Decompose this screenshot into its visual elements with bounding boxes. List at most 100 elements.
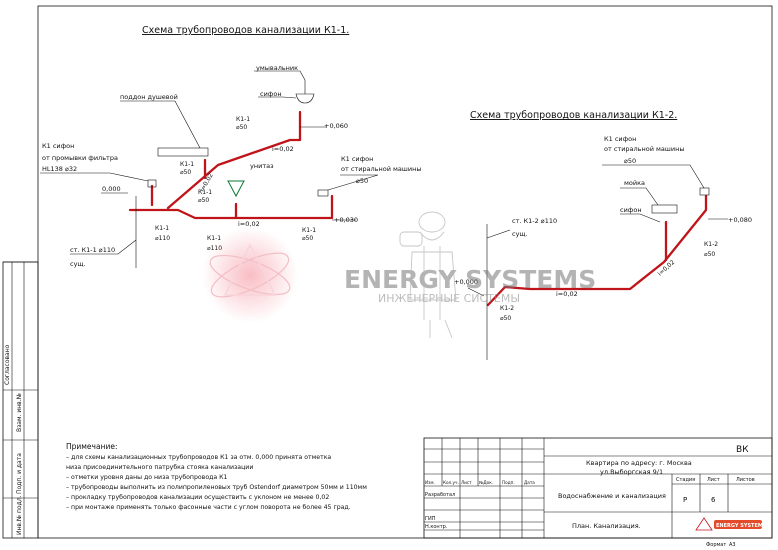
side-sign-date: Подп. и дата bbox=[16, 453, 23, 494]
tb-role-0: Разработал bbox=[425, 492, 455, 498]
wash2-siphon-symbol bbox=[699, 187, 710, 196]
tb-col-0: Изм. bbox=[425, 480, 435, 485]
label2-k12-d50-b-1: К1-2 bbox=[500, 305, 514, 312]
tb-stage-label: Стадия bbox=[676, 477, 695, 483]
tb-sheet-label: Лист bbox=[707, 477, 720, 483]
tb-code: ВК bbox=[736, 445, 749, 455]
tb-object-1: Квартира по адресу: г. Москва bbox=[586, 459, 692, 467]
label-filter-3: HL138 ⌀32 bbox=[42, 165, 77, 173]
label-k11-d50-b-1: К1-1 bbox=[180, 161, 194, 168]
label-wash-1: К1 сифон bbox=[341, 155, 373, 163]
watermark-line2: ИНЖЕНЕРНЫЕ СИСТЕМЫ bbox=[378, 292, 520, 305]
watermark: ENERGY SYSTEMS ИНЖЕНЕРНЫЕ СИСТЕМЫ bbox=[202, 211, 596, 339]
notes-heading: Примечание: bbox=[66, 442, 118, 451]
side-inv-orig: Инв.№ подл. bbox=[16, 495, 23, 535]
diagram1-title: Схема трубопроводов канализации К1-1. bbox=[142, 25, 349, 36]
label-k11-d50-a-2: ⌀50 bbox=[236, 124, 247, 131]
label2-elev-0080: +0,080 bbox=[728, 216, 752, 224]
tb-col-5: Дата bbox=[524, 480, 535, 485]
pipe-k1-1-main bbox=[128, 194, 334, 220]
label2-k12-d50-a-2: ⌀50 bbox=[704, 251, 715, 258]
side-stamp: Согласовано Взам. инв.№ Подп. и дата Инв… bbox=[2, 261, 39, 539]
note-item-0: – для схемы канализационных трубопроводо… bbox=[66, 453, 331, 461]
tb-role-2: ГИП bbox=[425, 516, 436, 522]
side-inv-repl: Взам. инв.№ bbox=[16, 393, 23, 432]
label-elev-0030: +0,030 bbox=[334, 216, 358, 224]
watermark-logo-triangle bbox=[223, 243, 277, 296]
tb-col-4: Подп. bbox=[502, 480, 515, 485]
diagram2-title: Схема трубопроводов канализации К1-2. bbox=[470, 110, 677, 121]
tb-system: Водоснабжение и канализация bbox=[558, 492, 666, 500]
label-riser-1: ст. К1-1 ⌀110 bbox=[70, 246, 115, 254]
label2-wash-1: К1 сифон bbox=[604, 135, 636, 143]
diagram-k1-2: Схема трубопроводов канализации К1-2. К1… bbox=[454, 110, 752, 360]
washbasin-symbol bbox=[295, 93, 315, 104]
label2-siphon: сифон bbox=[620, 206, 642, 214]
label-toilet: унитаз bbox=[250, 162, 274, 170]
tb-format-label: Формат bbox=[706, 542, 726, 548]
tb-object-2: ул.Выборгская 9/1 bbox=[600, 468, 663, 476]
wash-siphon-symbol bbox=[317, 189, 329, 197]
label2-riser-1: ст. К1-2 ⌀110 bbox=[512, 217, 557, 225]
label2-wash-3: ⌀50 bbox=[624, 157, 636, 165]
watermark-worker bbox=[399, 211, 457, 339]
tb-sheet: 6 bbox=[711, 496, 716, 504]
note-item-3: – трубопроводы выполнить из полипропилен… bbox=[66, 483, 367, 491]
label-siphon: сифон bbox=[260, 90, 282, 98]
tb-stage: Р bbox=[683, 496, 687, 504]
sink-symbol bbox=[651, 204, 678, 214]
label-riser-2: сущ. bbox=[70, 260, 86, 268]
label-filter-2: от промывки фильтра bbox=[42, 154, 118, 162]
note-item-4: – прокладку трубопроводов канализации ос… bbox=[66, 493, 329, 501]
label2-slope-bottom: i=0,02 bbox=[556, 290, 578, 298]
label-k11-d50-d-1: К1-1 bbox=[302, 227, 316, 234]
tb-logo: ENERGY SYSTEMS bbox=[695, 517, 767, 531]
shower-tray-symbol bbox=[157, 147, 209, 157]
tb-logo-text: ENERGY SYSTEMS bbox=[716, 523, 767, 529]
watermark-glow bbox=[202, 227, 298, 323]
tb-role-3: Н.контр. bbox=[425, 524, 448, 530]
label-elev-0060: +0,060 bbox=[324, 122, 348, 130]
title-block: ВК Квартира по адресу: г. Москва ул.Выбо… bbox=[423, 437, 773, 548]
label2-riser-2: сущ. bbox=[512, 230, 528, 238]
label-k11-d50-a-1: К1-1 bbox=[236, 116, 250, 123]
tb-col-1: Кол.уч. bbox=[443, 480, 459, 485]
note-item-5: – при монтаже применять только фасонные … bbox=[66, 503, 351, 511]
label-slope-mid: i=0,02 bbox=[238, 220, 260, 228]
side-agreed: Согласовано bbox=[4, 344, 11, 385]
label2-slope-diag: i=0,02 bbox=[657, 259, 677, 278]
label-wash-3: ⌀50 bbox=[356, 177, 368, 185]
label-shower-tray: поддон душевой bbox=[120, 93, 178, 101]
notes: Примечание: – для схемы канализационных … bbox=[66, 442, 367, 511]
tb-col-3: №Док. bbox=[479, 480, 493, 485]
label-wash-2: от стиральной машины bbox=[341, 165, 421, 173]
label2-k12-d50-a-1: К1-2 bbox=[704, 241, 718, 248]
label-k11-d50-c-1: К1-1 bbox=[198, 189, 212, 196]
label-filter-1: К1 сифон bbox=[42, 142, 74, 150]
label2-wash-2: от стиральной машины bbox=[604, 145, 684, 153]
label2-elev-0000: +0,000 bbox=[454, 278, 478, 286]
label-slope-top: i=0,02 bbox=[272, 145, 294, 153]
label-k11-d110-a-2: ⌀110 bbox=[155, 235, 170, 242]
tb-format: А3 bbox=[729, 542, 736, 548]
tb-sheets-label: Листов bbox=[736, 477, 755, 483]
label-k11-d50-b-2: ⌀50 bbox=[180, 169, 191, 176]
filter-siphon-symbol bbox=[147, 179, 157, 188]
label-k11-d50-d-2: ⌀50 bbox=[302, 235, 313, 242]
label-k11-d110-a-1: К1-1 bbox=[155, 225, 169, 232]
note-item-2: – отметки уровня даны до низа трубопрово… bbox=[66, 473, 228, 481]
note-item-1: низа присоединительного патрубка стояка … bbox=[66, 463, 253, 471]
watermark-line1: ENERGY SYSTEMS bbox=[344, 265, 596, 294]
label-k11-d50-c-2: ⌀50 bbox=[198, 197, 209, 204]
pipe-k1-2-main bbox=[486, 194, 708, 307]
tb-sheet-title: План. Канализация. bbox=[572, 522, 641, 530]
label-urinal: умывальник bbox=[256, 64, 298, 72]
label2-k12-d50-b-2: ⌀50 bbox=[500, 315, 511, 322]
label-elev-0000: 0,000 bbox=[102, 185, 121, 193]
toilet-symbol bbox=[227, 180, 245, 198]
label-k11-d110-b-1: К1-1 bbox=[207, 235, 221, 242]
tb-col-2: Лист bbox=[461, 480, 472, 485]
label2-sink: мойка bbox=[624, 179, 645, 187]
pipe-k1-1-upper bbox=[166, 110, 302, 210]
